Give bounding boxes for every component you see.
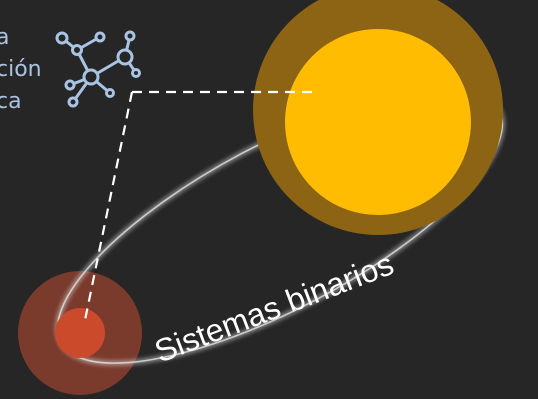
- small-star-core: [55, 308, 105, 358]
- dashed-connector: [82, 90, 318, 326]
- molecule-network-icon: [55, 30, 141, 108]
- binary-systems-label: Sistemas binarios: [150, 245, 399, 369]
- truncated-side-text: a ción ca: [0, 22, 42, 118]
- side-text-line-3: ca: [0, 89, 22, 114]
- side-text-line-1: a: [0, 25, 10, 50]
- large-star-core: [285, 29, 471, 215]
- side-text-line-2: ción: [0, 57, 42, 82]
